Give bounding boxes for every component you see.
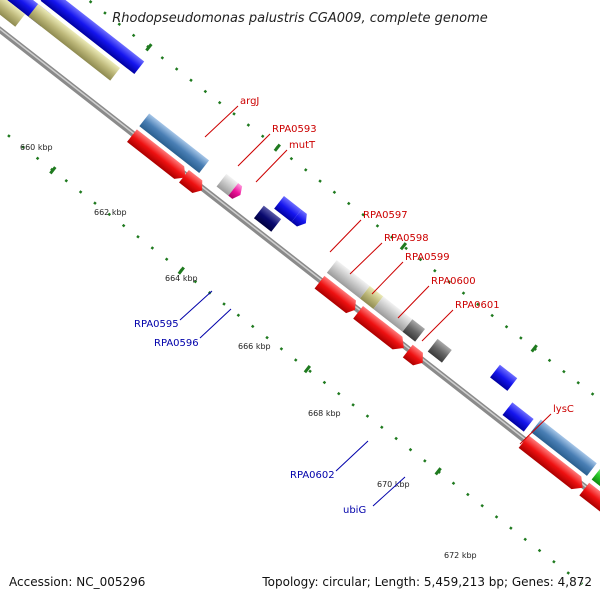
- gene-forward-red-4: [335, 292, 356, 314]
- gene-label-RPA0599: RPA0599: [405, 252, 450, 263]
- tick-label: 660 kbp: [20, 143, 53, 152]
- gene-forward-red-1: [127, 129, 186, 179]
- gene-label-RPA0598: RPA0598: [384, 233, 429, 244]
- tick-label: 672 kbp: [444, 551, 477, 560]
- reverse-leader-lines: [179, 290, 406, 507]
- tick-label: 666 kbp: [238, 342, 271, 351]
- gene-RPA0601: [427, 338, 452, 363]
- gene-label-RPA0602: RPA0602: [290, 470, 335, 481]
- forward-leader-lines: [204, 105, 552, 445]
- gene-forward-red-8: [579, 482, 600, 543]
- map-title: Rhodopseudomonas palustris CGA009, compl…: [112, 11, 488, 26]
- gene-label-RPA0595: RPA0595: [134, 319, 179, 330]
- gene-reverse-olive-0: [0, 0, 26, 27]
- forward-genes-row2: [127, 129, 600, 543]
- reverse-gene-labels: RPA0595 RPA0596 RPA0602 ubiG: [134, 319, 366, 516]
- gene-RPA0602: [490, 364, 518, 391]
- tick-label: 670 kbp: [377, 480, 410, 489]
- gene-RPA0598: [359, 285, 384, 310]
- gene-RPA0600: [402, 319, 425, 342]
- topology-text: Topology: circular; Length: 5,459,213 bp…: [261, 575, 592, 589]
- major-tick-marks: [49, 43, 538, 476]
- tick-label: 664 kbp: [165, 274, 198, 283]
- gene-label-ubiG: ubiG: [343, 505, 366, 516]
- genome-backbone: [0, 15, 600, 525]
- gene-ubiG: [502, 402, 534, 432]
- gene-forward-red-5: [353, 306, 404, 350]
- tick-label: 662 kbp: [94, 208, 127, 217]
- gene-mutT: [228, 183, 243, 199]
- forward-gene-labels: argJ RPA0593 mutT RPA0597 RPA0598 RPA059…: [240, 96, 574, 415]
- gene-RPA0597: [326, 260, 370, 299]
- gene-label-RPA0600: RPA0600: [431, 276, 476, 287]
- forward-genes: [1, 0, 597, 476]
- gene-reverse-olive-1: [28, 3, 121, 81]
- reverse-genes: [0, 0, 534, 432]
- gene-label-RPA0593: RPA0593: [272, 124, 317, 135]
- gene-label-RPA0601: RPA0601: [455, 300, 500, 311]
- gene-RPA0599: [373, 296, 413, 332]
- gene-RPA0596: [274, 196, 302, 223]
- gene-reverse-blue-arrow: [291, 209, 307, 227]
- gene-label-RPA0597: RPA0597: [363, 210, 408, 221]
- gene-label-mutT: mutT: [289, 140, 316, 151]
- gene-label-argJ: argJ: [240, 96, 259, 107]
- gene-lysC: [530, 419, 597, 476]
- inner-tick-track: [0, 78, 584, 585]
- gene-reverse-blue-0: [40, 0, 145, 75]
- gene-forward-red-2: [179, 169, 203, 194]
- tick-labels: 660 kbp 662 kbp 664 kbp 666 kbp 668 kbp …: [20, 143, 477, 560]
- gene-label-RPA0596: RPA0596: [154, 338, 199, 349]
- gene-label-lysC: lysC: [553, 404, 574, 415]
- gene-forward-red-3: [314, 275, 347, 306]
- gene-RPA0595: [253, 205, 282, 232]
- gene-forward-red-6: [402, 344, 423, 366]
- gene-argJ: [139, 113, 210, 173]
- gene-forward-red-7: [518, 435, 583, 490]
- tick-label: 668 kbp: [308, 409, 341, 418]
- accession-text: Accession: NC_005296: [9, 575, 145, 589]
